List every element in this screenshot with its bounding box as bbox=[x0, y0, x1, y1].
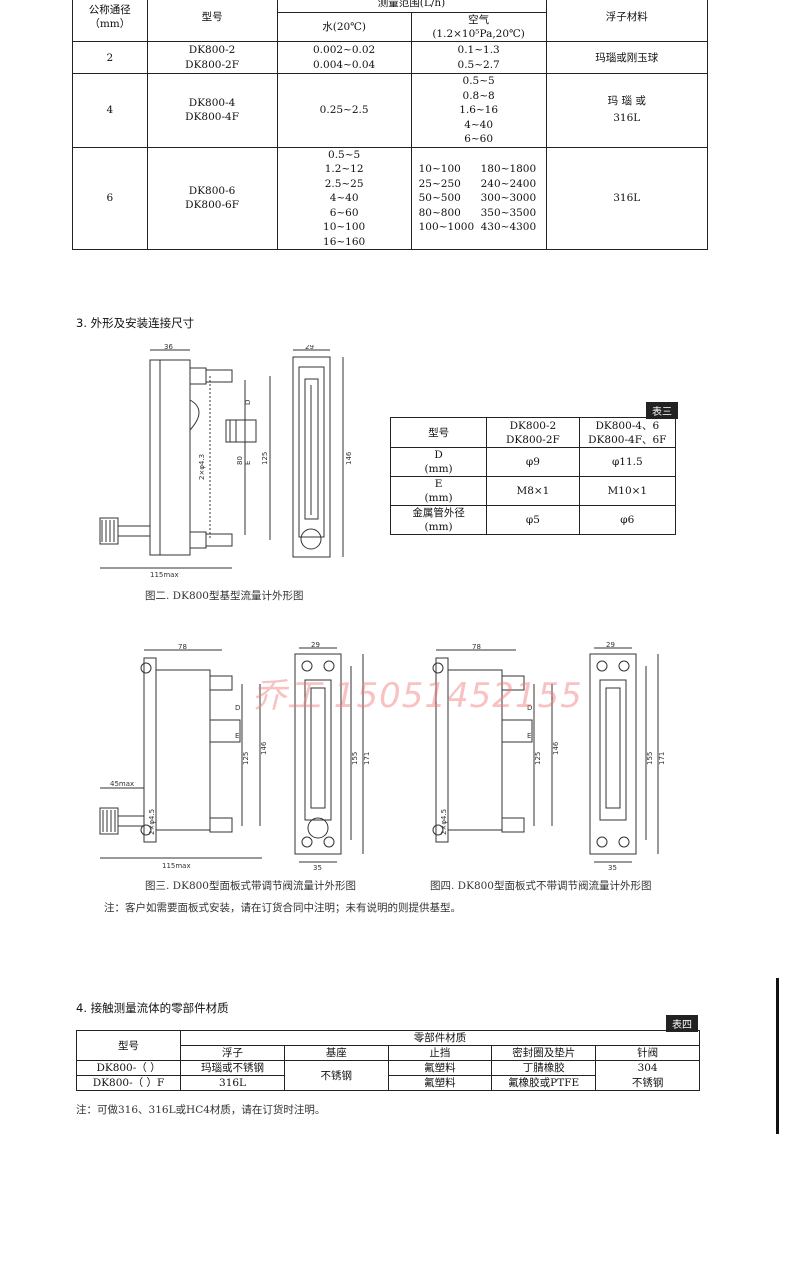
fig2-dim-e: E bbox=[244, 461, 252, 465]
fig4-dim-35: 35 bbox=[608, 864, 617, 870]
fig3-drawing: 78 45max 115max 2×φ4.5 D E 125 146 bbox=[99, 643, 268, 870]
note-panel-mount: 注：客户如需要面板式安装，请在订货合同中注明；未有说明的则提供基型。 bbox=[104, 902, 461, 914]
header-range: 测量范围(L/h) bbox=[276, 0, 547, 13]
fig2-front-view: 29 146 bbox=[292, 345, 353, 558]
fig3-dim-125: 125 bbox=[242, 752, 250, 765]
fig4-front-view: 29 35 155 171 bbox=[589, 641, 666, 870]
fig3-dim-d: D bbox=[235, 704, 240, 712]
fig4-drawing: 78 2×φ4.5 D E 125 146 bbox=[432, 643, 560, 843]
size-table: 型号 DK800-2 DK800-2F DK800-4、6 DK800-4F、6… bbox=[389, 417, 677, 535]
fig3-dim-146: 146 bbox=[260, 741, 268, 755]
table4-tag: 表四 bbox=[666, 1015, 698, 1032]
material-table: 型号 零部件材质 浮子 基座 止挡 密封圈及垫片 针阀 DK800-（ ） 玛瑙… bbox=[75, 1030, 700, 1091]
fig4-dim-146: 146 bbox=[552, 741, 560, 755]
fig4-dim-125: 125 bbox=[534, 752, 542, 765]
fig3-dim-115: 115max bbox=[162, 862, 191, 870]
header-water: 水(20℃) bbox=[276, 12, 412, 42]
fig4-caption: 图四. DK800型面板式不带调节阀流量计外形图 bbox=[430, 880, 652, 892]
fig4-dim-d: D bbox=[527, 704, 532, 712]
fig3-dim-hole: 2×φ4.5 bbox=[148, 809, 156, 835]
fig3-dim-e: E bbox=[235, 732, 239, 740]
fig4-dim-29: 29 bbox=[606, 641, 615, 649]
fig2-dim-hole: 2×φ4.3 bbox=[198, 454, 206, 480]
section-4-title: 4. 接触测量流体的零部件材质 bbox=[76, 1001, 229, 1015]
fig3-dim-29: 29 bbox=[311, 641, 320, 649]
fig2-dim-125: 125 bbox=[261, 452, 269, 465]
fig3-front-view: 29 35 155 171 bbox=[294, 641, 371, 870]
page-edge-bar bbox=[776, 978, 779, 1134]
fig3-dim-155: 155 bbox=[351, 752, 359, 765]
fig4-dim-e: E bbox=[527, 732, 531, 740]
header-model: 型号 bbox=[146, 0, 278, 42]
fig2-dim-d: D bbox=[244, 400, 252, 405]
table3-tag: 表三 bbox=[646, 402, 678, 419]
fig2-drawing: 36 2×φ4.3 80 D E 125 115max bbox=[99, 343, 271, 579]
fig2-dim-115: 115max bbox=[150, 571, 179, 579]
fig3-dim-35: 35 bbox=[313, 864, 322, 870]
fig2-dim-80: 80 bbox=[236, 456, 244, 465]
fig4-dim-hole: 2×φ4.5 bbox=[440, 809, 448, 835]
fig2-dim-36: 36 bbox=[164, 343, 173, 351]
table-row: DK800-（ ）F 316L 氟塑料 氟橡胶或PTFE bbox=[75, 1075, 700, 1091]
fig2-dim-29: 29 bbox=[305, 345, 314, 351]
table-row: D (mm) φ9 φ11.5 bbox=[389, 447, 677, 477]
header-air: 空气 (1.2×10⁵Pa,20℃) bbox=[410, 12, 547, 42]
header-nominal: 公称通径 （mm） bbox=[72, 0, 148, 42]
header-material: 浮子材料 bbox=[545, 0, 709, 42]
fig4-dim-78: 78 bbox=[472, 643, 481, 651]
section-3-title: 3. 外形及安装连接尺寸 bbox=[76, 316, 195, 330]
range-table: 公称通径 （mm） 型号 测量范围(L/h) 浮子材料 水(20℃) 空气 (1… bbox=[72, 0, 709, 250]
fig3-dim-78: 78 bbox=[178, 643, 187, 651]
fig3-caption: 图三. DK800型面板式带调节阀流量计外形图 bbox=[145, 880, 356, 892]
note-materials: 注：可做316、316L或HC4材质，请在订货时注明。 bbox=[76, 1104, 326, 1116]
fig2-caption: 图二. DK800型基型流量计外形图 bbox=[145, 590, 304, 602]
fig2-dim-146: 146 bbox=[345, 451, 353, 465]
watermark: 乔工 15051452155 bbox=[252, 676, 583, 716]
table-row: E (mm) M8×1 M10×1 bbox=[389, 476, 677, 506]
fig3-dim-171: 171 bbox=[363, 752, 371, 765]
fig4-dim-155: 155 bbox=[646, 752, 654, 765]
fig4-dim-171: 171 bbox=[658, 752, 666, 765]
fig3-dim-45: 45max bbox=[110, 780, 134, 788]
table-row: 金属管外径 (mm) φ5 φ6 bbox=[389, 505, 677, 535]
